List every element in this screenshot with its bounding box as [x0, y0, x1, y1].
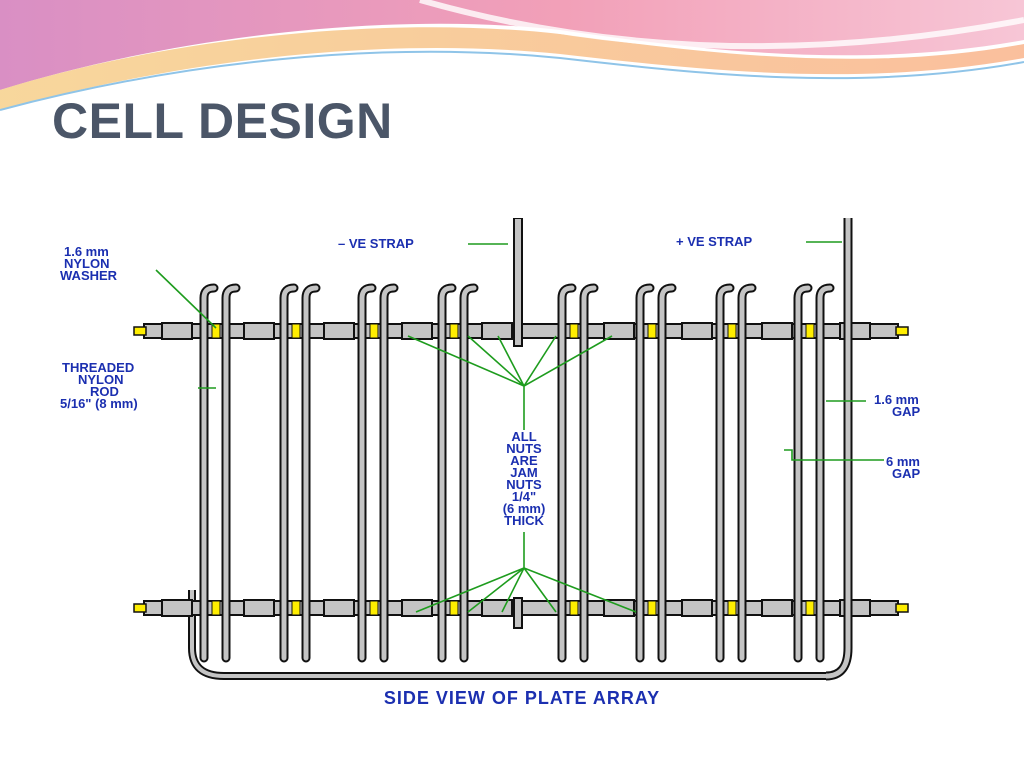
jam-nut: [323, 599, 355, 617]
rod-label-line: THREADED: [62, 360, 134, 375]
jam-nut: [243, 599, 275, 617]
jam-nut: [243, 322, 275, 340]
jam-nut: [161, 322, 193, 340]
jam-nut: [603, 599, 635, 617]
rod-thread-end: [133, 603, 147, 613]
jam-nut: [681, 322, 713, 340]
nuts-label-line: 1/4": [512, 489, 536, 504]
washer-label-line: NYLON: [64, 256, 110, 271]
rod-thread-end: [895, 603, 909, 613]
nylon-washer: [805, 600, 815, 616]
nylon-washer: [647, 600, 657, 616]
plate: [795, 285, 811, 661]
plate: [359, 285, 375, 661]
nylon-washer: [727, 600, 737, 616]
large-gap-label-line: GAP: [892, 466, 921, 481]
nuts-label: ALL NUTS ARE JAM NUTS 1/4" (6 mm) THICK: [503, 429, 546, 528]
nylon-washer: [647, 323, 657, 339]
jam-nut: [323, 322, 355, 340]
plate: [439, 285, 455, 661]
nuts-label-line: ALL: [511, 429, 536, 444]
nylon-washer: [369, 323, 379, 339]
plate: [659, 285, 675, 661]
nuts-leader-upper: [407, 335, 613, 430]
jam-nut: [603, 322, 635, 340]
jam-nut: [401, 322, 433, 340]
jam-nut: [761, 599, 793, 617]
positive-strap-label: + VE STRAP: [676, 234, 753, 249]
plate: [461, 285, 477, 661]
rod-label-line: ROD: [90, 384, 119, 399]
rod-thread-end: [895, 326, 909, 336]
nylon-washer: [291, 600, 301, 616]
nuts-label-line: THICK: [504, 513, 544, 528]
diagram-caption: SIDE VIEW OF PLATE ARRAY: [384, 688, 660, 708]
nuts-leader-lower: [415, 532, 637, 613]
negative-strap-bottom: [513, 597, 523, 629]
nylon-washer: [369, 600, 379, 616]
plate: [717, 285, 733, 661]
rod-label-line: 5/16" (8 mm): [60, 396, 138, 411]
nylon-washer: [449, 323, 459, 339]
nuts-label-line: (6 mm): [503, 501, 546, 516]
plate: [303, 285, 319, 661]
small-gap-label: 1.6 mm GAP: [874, 392, 921, 419]
negative-strap-label: – VE STRAP: [338, 236, 414, 251]
large-gap-leader: [784, 449, 884, 461]
plate: [637, 285, 653, 661]
rod-thread-end: [133, 326, 147, 336]
nylon-washer: [569, 323, 579, 339]
plate: [817, 285, 833, 661]
negative-strap: [513, 218, 523, 347]
rod-label-line: NYLON: [78, 372, 124, 387]
jam-nut: [681, 599, 713, 617]
large-gap-label-line: 6 mm: [886, 454, 920, 469]
jam-nut: [161, 599, 193, 617]
plate: [381, 285, 397, 661]
plate: [739, 285, 755, 661]
plate: [201, 285, 217, 661]
positive-strap: [825, 218, 851, 679]
nylon-washer: [211, 323, 221, 339]
terminal-straps: [513, 218, 853, 681]
jam-nut: [761, 322, 793, 340]
washer-leader: [155, 269, 217, 329]
slide-title: CELL DESIGN: [52, 93, 393, 149]
nylon-washer: [569, 600, 579, 616]
nylon-washer: [805, 323, 815, 339]
small-gap-label-line: GAP: [892, 404, 921, 419]
washer-label: 1.6 mm NYLON WASHER: [60, 244, 118, 283]
diagram-panel: 1.6 mm NYLON WASHER THREADED NYLON ROD 5…: [56, 218, 960, 710]
jam-nut: [481, 322, 513, 340]
nuts-label-line: NUTS: [506, 441, 542, 456]
plates: [199, 283, 835, 663]
washer-label-line: WASHER: [60, 268, 118, 283]
plate: [223, 285, 239, 661]
large-gap-label: 6 mm GAP: [886, 454, 921, 481]
rod-label: THREADED NYLON ROD 5/16" (8 mm): [60, 360, 138, 411]
nuts-label-line: ARE: [510, 453, 538, 468]
plate: [559, 285, 575, 661]
nylon-washer: [727, 323, 737, 339]
header-swoosh: [0, 0, 1024, 111]
small-gap-label-line: 1.6 mm: [874, 392, 919, 407]
nuts-label-line: NUTS: [506, 477, 542, 492]
jam-nut: [401, 599, 433, 617]
plate: [281, 285, 297, 661]
leader-lines: [155, 241, 884, 613]
plate: [581, 285, 597, 661]
jam-nut: [481, 599, 513, 617]
nylon-washer: [211, 600, 221, 616]
nylon-washer: [291, 323, 301, 339]
plate-array-diagram: 1.6 mm NYLON WASHER THREADED NYLON ROD 5…: [60, 218, 921, 708]
nylon-washer: [449, 600, 459, 616]
washer-label-line: 1.6 mm: [64, 244, 109, 259]
nuts-label-line: JAM: [510, 465, 537, 480]
